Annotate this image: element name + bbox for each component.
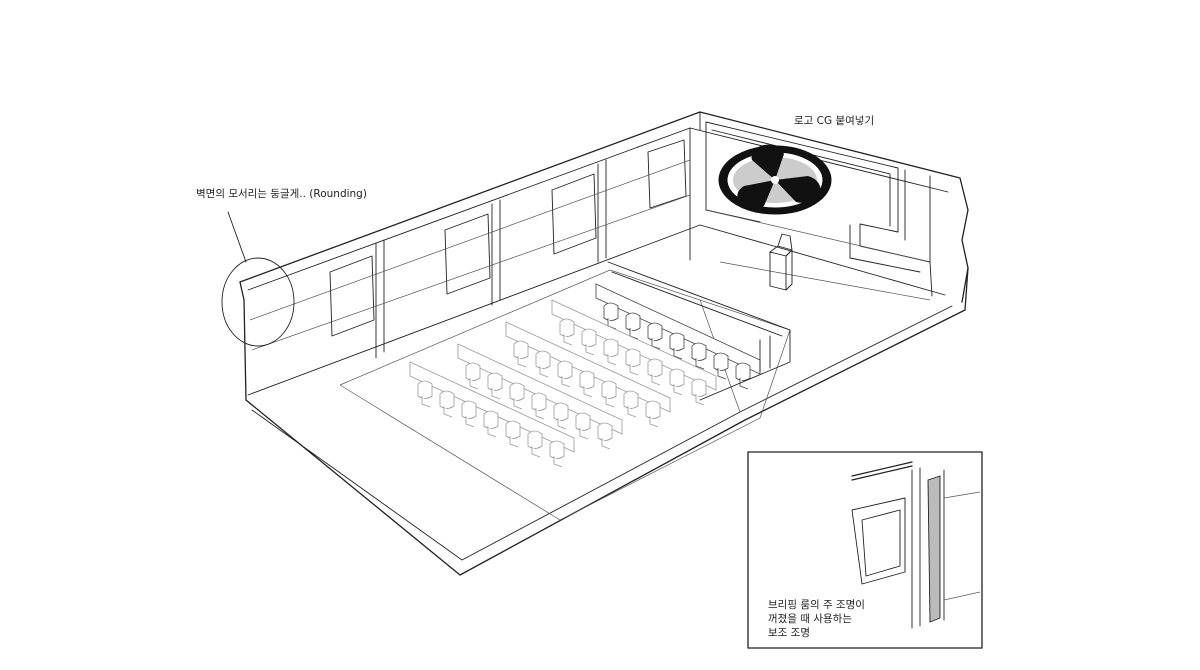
seat bbox=[713, 352, 729, 371]
seat bbox=[553, 402, 569, 421]
seat-leg bbox=[513, 398, 523, 410]
seat bbox=[513, 340, 529, 359]
seat bbox=[623, 390, 639, 409]
desk-bar bbox=[505, 321, 671, 413]
seat bbox=[645, 400, 661, 419]
seat bbox=[625, 348, 641, 367]
room-outline bbox=[239, 111, 969, 576]
seat bbox=[669, 332, 685, 351]
seat bbox=[509, 382, 525, 401]
seat-leg bbox=[651, 374, 661, 386]
auxiliary-light-line-1: 브리핑 룸의 주 조명이 bbox=[768, 599, 865, 611]
seat-leg bbox=[605, 396, 615, 408]
desk-bar bbox=[457, 343, 623, 435]
seat-leg bbox=[469, 378, 479, 390]
seat bbox=[579, 370, 595, 389]
seat-leg bbox=[739, 378, 749, 390]
seat-leg bbox=[561, 376, 571, 388]
seat-leg bbox=[535, 408, 545, 420]
seat-leg bbox=[421, 396, 431, 408]
seat-leg bbox=[579, 428, 589, 440]
seat bbox=[505, 420, 521, 439]
seat-leg bbox=[443, 406, 453, 418]
podium bbox=[769, 233, 793, 291]
seat bbox=[557, 360, 573, 379]
seat bbox=[669, 368, 685, 387]
seat-row bbox=[409, 361, 575, 468]
seat-leg bbox=[539, 366, 549, 378]
seat bbox=[603, 302, 619, 321]
seat bbox=[603, 338, 619, 357]
rounding-callout bbox=[221, 211, 295, 347]
auxiliary-light-line-3: 보조 조명 bbox=[768, 627, 810, 640]
seat-leg bbox=[491, 388, 501, 400]
seat bbox=[647, 322, 663, 341]
seat bbox=[691, 378, 707, 397]
seat bbox=[439, 390, 455, 409]
back-wall bbox=[705, 121, 933, 297]
seat-row bbox=[505, 321, 671, 428]
seat-leg bbox=[601, 438, 611, 450]
seat-rows bbox=[409, 283, 761, 468]
seat bbox=[531, 392, 547, 411]
desk-bar bbox=[551, 299, 717, 391]
seat-leg bbox=[695, 394, 705, 406]
seat bbox=[487, 372, 503, 391]
seat bbox=[691, 342, 707, 361]
seat-leg bbox=[717, 368, 727, 380]
seat-leg bbox=[673, 348, 683, 360]
seat bbox=[483, 410, 499, 429]
seat-leg bbox=[557, 418, 567, 430]
seat-leg bbox=[585, 344, 595, 356]
auxiliary-light-annotation: 브리핑 룸의 주 조명이 꺼졌을 때 사용하는 보조 조명 bbox=[768, 598, 908, 641]
seat-leg bbox=[649, 416, 659, 428]
seat-leg bbox=[465, 416, 475, 428]
seat-leg bbox=[629, 364, 639, 376]
rounding-annotation: 벽면의 모서리는 둥글게.. (Rounding) bbox=[196, 188, 367, 200]
seat-leg bbox=[553, 456, 563, 468]
seat-leg bbox=[509, 436, 519, 448]
seat bbox=[535, 350, 551, 369]
seat bbox=[601, 380, 617, 399]
seat bbox=[575, 412, 591, 431]
seat-row bbox=[551, 299, 717, 406]
seat bbox=[581, 328, 597, 347]
seat-row bbox=[457, 343, 623, 450]
seat bbox=[597, 422, 613, 441]
trefoil-emblem-icon bbox=[718, 144, 832, 215]
seat bbox=[527, 430, 543, 449]
seat-leg bbox=[607, 354, 617, 366]
auxiliary-light-line-2: 꺼졌을 때 사용하는 bbox=[768, 613, 852, 626]
seat-leg bbox=[673, 384, 683, 396]
inset-detail-box bbox=[747, 451, 983, 649]
seat-leg bbox=[531, 446, 541, 458]
seat-leg bbox=[583, 386, 593, 398]
front-platform bbox=[607, 261, 791, 401]
desk-bar bbox=[595, 283, 761, 375]
seat bbox=[559, 318, 575, 337]
seat-leg bbox=[563, 334, 573, 346]
seat bbox=[549, 440, 565, 459]
seat bbox=[461, 400, 477, 419]
seat-leg bbox=[695, 358, 705, 370]
seat-leg bbox=[627, 406, 637, 418]
left-wall-panels bbox=[249, 139, 691, 359]
logo-annotation: 로고 CG 붙여넣기 bbox=[794, 115, 875, 127]
seat-leg bbox=[517, 356, 527, 368]
seat bbox=[647, 358, 663, 377]
seat bbox=[625, 312, 641, 331]
seat bbox=[465, 362, 481, 381]
desk-bar bbox=[409, 361, 575, 453]
seat-row bbox=[595, 283, 761, 390]
seat-leg bbox=[487, 426, 497, 438]
seat bbox=[417, 380, 433, 399]
seat bbox=[735, 362, 751, 381]
